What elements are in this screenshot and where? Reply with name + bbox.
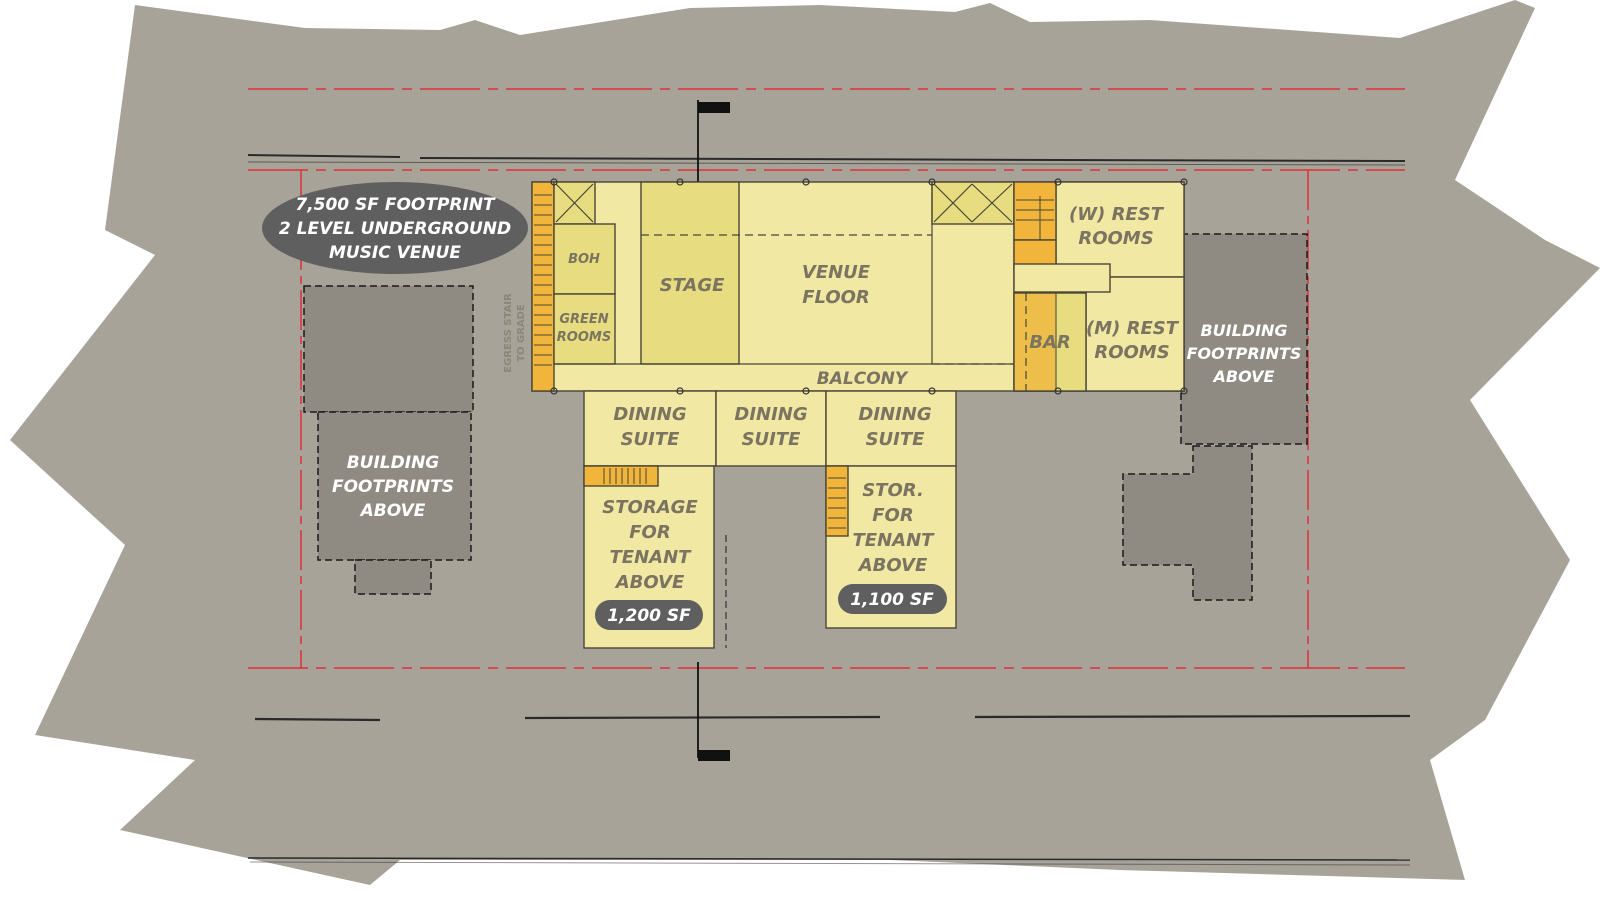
egress-stair-label-2: TO GRADE <box>516 304 527 362</box>
bar-label: BAR <box>1029 332 1071 353</box>
storage-left-label-4: ABOVE <box>614 572 685 593</box>
footprint-right-label-2: FOOTPRINTS <box>1187 344 1302 363</box>
area-badge-right-text: 1,100 SF <box>850 590 934 610</box>
stage-label: STAGE <box>660 275 726 296</box>
venue-note-line-1: 7,500 SF FOOTPRINT <box>295 195 496 215</box>
section-marker-bottom <box>697 662 730 761</box>
storage-right-label-1: STOR. <box>862 480 924 501</box>
dining-suite-1-label-2: SUITE <box>621 429 681 450</box>
m-rest-rooms-label-2: ROOMS <box>1094 342 1169 363</box>
area-badge-left-text: 1,200 SF <box>607 606 691 626</box>
venue-note-line-2: 2 LEVEL UNDERGROUND <box>279 219 511 239</box>
dining-suite-3-label-2: SUITE <box>866 429 926 450</box>
dining-suite-2-label-1: DINING <box>734 404 807 425</box>
m-rest-rooms-label-1: (M) REST <box>1086 318 1180 339</box>
venue-floor-label-2: FLOOR <box>802 287 870 308</box>
storage-right-label-4: ABOVE <box>857 555 928 576</box>
w-rest-rooms-label-1: (W) REST <box>1069 204 1165 225</box>
storage-right-label-2: FOR <box>872 505 913 526</box>
footprint-left-label-1: BUILDING <box>347 453 440 473</box>
storage-left-label-1: STORAGE <box>602 497 698 518</box>
footprint-right-label-3: ABOVE <box>1212 367 1275 386</box>
green-rooms-label-2: ROOMS <box>557 330 611 345</box>
balcony-label: BALCONY <box>817 369 909 389</box>
lower-stair-treads <box>603 468 846 529</box>
area-badge-left <box>595 600 703 630</box>
shaft-x-marks <box>555 183 1013 223</box>
green-rooms-label-1: GREEN <box>559 312 608 327</box>
venue-floor-label-1: VENUE <box>802 262 871 283</box>
footprint-right-label-1: BUILDING <box>1200 321 1287 340</box>
egress-stair-label-1: EGRESS STAIR <box>503 293 514 373</box>
storage-right-label-3: TENANT <box>853 530 936 551</box>
venue-note-badge <box>262 182 528 274</box>
column-markers <box>550 178 1188 395</box>
w-rest-rooms-label-2: ROOMS <box>1078 228 1153 249</box>
footprint-left-label-2: FOOTPRINTS <box>332 477 454 497</box>
venue-building <box>531 181 1185 392</box>
footprint-left <box>303 285 474 595</box>
storage-left-label-2: FOR <box>629 522 670 543</box>
boh-label: BOH <box>568 252 600 267</box>
storage-left-label-3: TENANT <box>610 547 693 568</box>
dining-suite-1-label-1: DINING <box>613 404 686 425</box>
street-lines <box>247 154 1411 866</box>
area-badge-right <box>838 584 947 614</box>
footprint-left-label-3: ABOVE <box>359 501 426 521</box>
dining-suite-2-label-2: SUITE <box>742 429 802 450</box>
venue-note-line-3: MUSIC VENUE <box>329 243 461 263</box>
dining-suite-3-label-1: DINING <box>858 404 931 425</box>
stair-treads <box>534 194 1054 366</box>
